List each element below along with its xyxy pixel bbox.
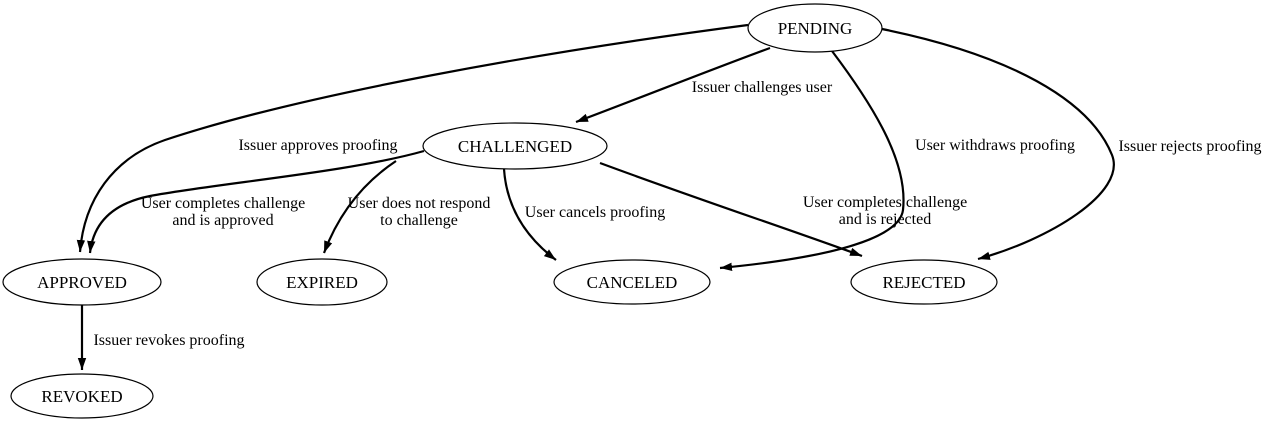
edge-pending-to-approved bbox=[76, 23, 749, 253]
state-node-ellipse-canceled bbox=[553, 259, 711, 305]
state-node-rejected: REJECTED bbox=[850, 259, 998, 305]
state-node-label-revoked: REVOKED bbox=[41, 387, 122, 406]
edge-challenged-to-approved bbox=[87, 149, 425, 254]
state-node-ellipse-rejected bbox=[850, 259, 998, 305]
state-node-expired: EXPIRED bbox=[256, 258, 388, 306]
edge-label-challenged-to-rejected: and is rejected bbox=[839, 211, 931, 228]
edge-label-pending-to-approved: Issuer approves proofing bbox=[238, 137, 397, 154]
state-node-label-rejected: REJECTED bbox=[882, 273, 965, 292]
edge-label-challenged-to-approved: and is approved bbox=[172, 212, 273, 229]
edge-label-pending-to-canceled: User withdraws proofing bbox=[915, 137, 1075, 154]
edge-label-challenged-to-expired: to challenge bbox=[380, 212, 458, 229]
state-node-label-canceled: CANCELED bbox=[587, 273, 678, 292]
state-node-canceled: CANCELED bbox=[553, 259, 711, 305]
edge-label-approved-to-revoked: Issuer revokes proofing bbox=[93, 332, 244, 349]
edge-label-pending-to-challenged: Issuer challenges user bbox=[692, 79, 833, 96]
edge-label-challenged-to-approved: User completes challenge bbox=[141, 195, 305, 212]
state-node-ellipse-pending bbox=[747, 3, 883, 53]
edge-challenged-to-expired bbox=[322, 160, 397, 254]
state-node-label-pending: PENDING bbox=[778, 19, 853, 38]
edge-pending-to-challenged bbox=[575, 46, 771, 124]
state-node-ellipse-revoked bbox=[10, 373, 154, 419]
state-node-label-challenged: CHALLENGED bbox=[458, 137, 572, 156]
edge-challenged-to-rejected bbox=[599, 161, 863, 258]
edge-challenged-to-canceled bbox=[502, 168, 557, 261]
edge-pending-to-rejected bbox=[881, 27, 1115, 261]
state-node-revoked: REVOKED bbox=[10, 373, 154, 419]
nodes-layer: PENDING CHALLENGED APPROVED EXPIRED CANCELED… bbox=[2, 3, 998, 419]
state-node-pending: PENDING bbox=[747, 3, 883, 53]
state-node-ellipse-expired bbox=[256, 258, 388, 306]
state-node-challenged: CHALLENGED bbox=[422, 122, 608, 170]
edges-layer bbox=[76, 23, 1115, 370]
edge-label-challenged-to-rejected: User completes challenge bbox=[803, 194, 967, 211]
edge-label-pending-to-rejected: Issuer rejects proofing bbox=[1118, 138, 1261, 155]
edge-pending-to-canceled bbox=[719, 50, 905, 272]
state-node-ellipse-challenged bbox=[422, 122, 608, 170]
state-node-label-expired: EXPIRED bbox=[286, 273, 358, 292]
state-node-label-approved: APPROVED bbox=[37, 273, 127, 292]
edge-label-challenged-to-expired: User does not respond bbox=[348, 195, 491, 212]
state-node-approved: APPROVED bbox=[2, 258, 162, 306]
edge-label-challenged-to-canceled: User cancels proofing bbox=[525, 204, 665, 221]
state-node-ellipse-approved bbox=[2, 258, 162, 306]
